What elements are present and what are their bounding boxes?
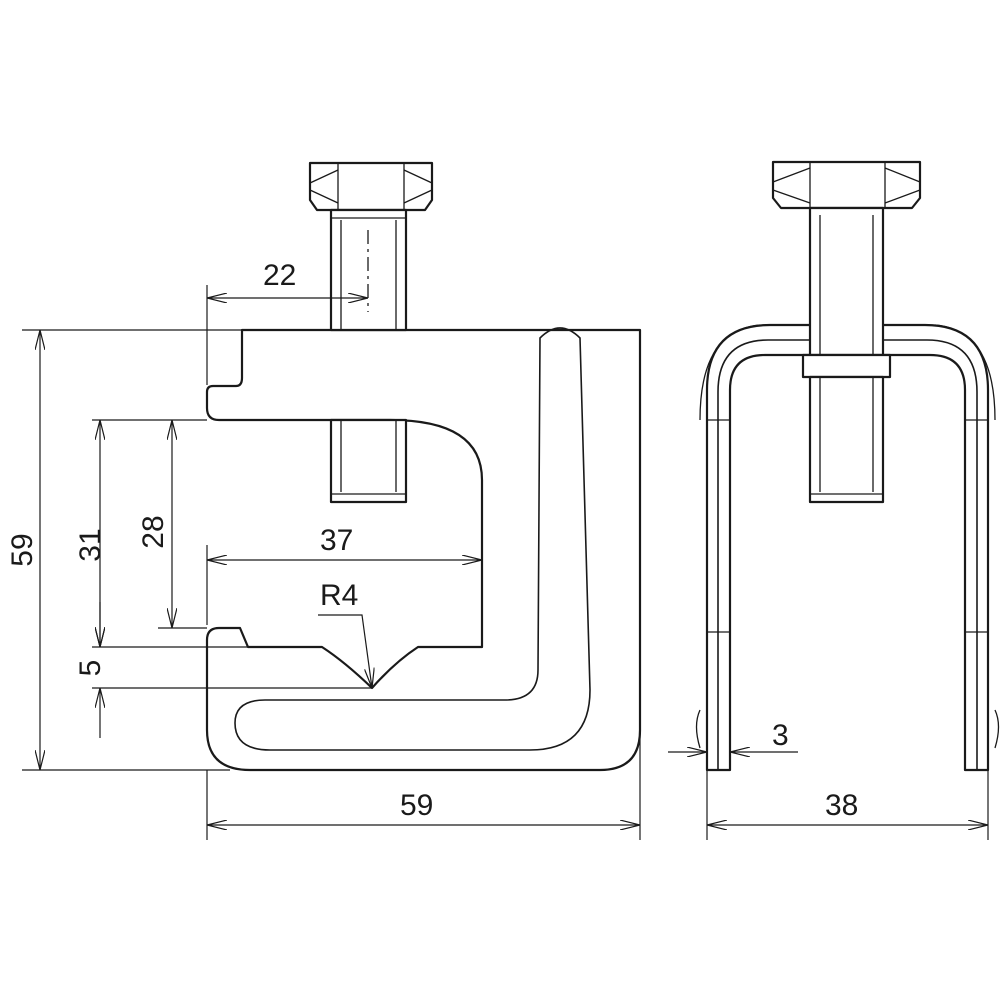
side-bolt-shank-lower (808, 375, 885, 504)
front-view (205, 161, 642, 772)
dim-radius: R4 (320, 579, 358, 612)
dim-depth-5: 5 (74, 660, 107, 677)
dim-width-37: 37 (320, 524, 353, 557)
clamp-rib (234, 327, 591, 751)
dim-thickness: 3 (772, 719, 789, 752)
clamp-body (205, 328, 642, 772)
dim-width-bottom: 59 (400, 789, 433, 822)
side-bolt-head (771, 160, 922, 210)
side-nut (801, 353, 892, 379)
dimensions: 22 59 31 28 5 37 R4 59 (6, 259, 989, 840)
side-bolt-shank (808, 206, 885, 357)
dim-width-side: 38 (825, 789, 858, 822)
side-view (695, 160, 1000, 772)
bolt-shank-lower (329, 418, 408, 504)
dim-bolt-offset: 22 (263, 259, 296, 292)
dim-height-31: 31 (74, 528, 107, 561)
dim-height-28: 28 (137, 515, 170, 548)
dim-height-total: 59 (6, 533, 39, 566)
bolt-head (308, 161, 434, 212)
